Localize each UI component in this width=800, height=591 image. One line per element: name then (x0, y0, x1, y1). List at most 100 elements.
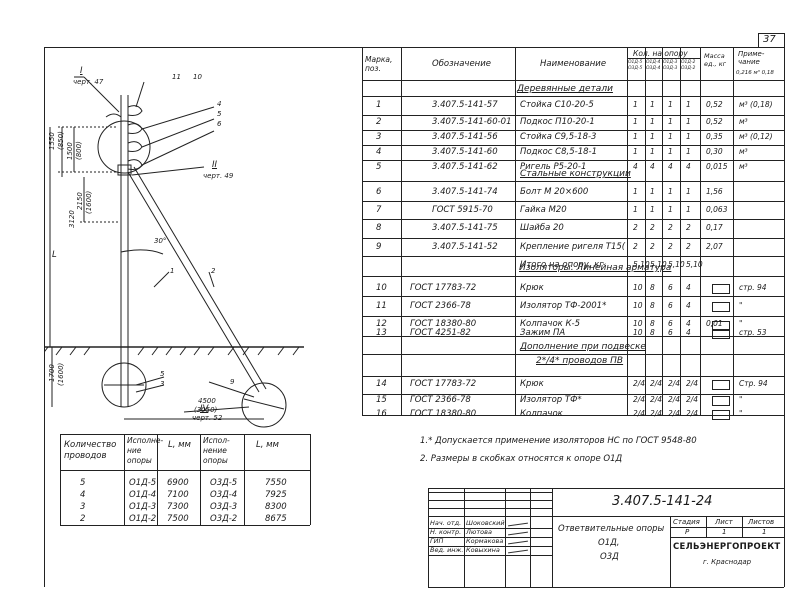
spec-note: " (739, 409, 743, 418)
wire-table-cell: О1Д-3 (129, 502, 157, 512)
page-number: 37 (763, 34, 776, 45)
spec-qty: 1 (668, 132, 673, 141)
spec-qty: 4 (686, 301, 691, 310)
spec-hline (627, 58, 700, 59)
spec-name: Итого на опору, кг (520, 260, 604, 270)
spec-mass-box (712, 380, 730, 390)
spec-name: Колпачок К-5 (520, 319, 581, 329)
spec-hline (362, 160, 784, 161)
dim-L: L (52, 250, 57, 260)
spec-name: Изолятор ТФ* (520, 395, 582, 405)
spec-mass-box (712, 302, 730, 312)
spec-note: м³ (739, 117, 748, 126)
wire-table-cell: О1Д-5 (129, 478, 157, 488)
spec-qty: 1 (650, 205, 655, 214)
spec-designation: ГОСТ 17783-72 (410, 379, 477, 389)
spec-h-qty: Кол. на опору (633, 49, 688, 58)
dim-1600: (1600) (85, 190, 93, 214)
tb-role: ГИП (430, 537, 444, 545)
spec-name: Стойка С9,5-18-3 (520, 132, 597, 142)
wire-table-cell: 3 (80, 502, 86, 512)
spec-designation: 3.407.5-141-60 (432, 147, 498, 157)
dim-1600b: (1600) (57, 362, 65, 386)
spec-pos: 2 (376, 117, 382, 127)
wire-table-cell: О3Д-3 (210, 502, 238, 512)
wt-h5: L, мм (256, 440, 279, 450)
wt-bottom (60, 525, 310, 526)
spec-designation: ГОСТ 2366-78 (410, 395, 471, 405)
spec-qty: 2/4 (686, 395, 699, 404)
spec-qty: 2/4 (650, 395, 663, 404)
wire-table-cell: О3Д-2 (210, 514, 238, 524)
spec-note: м³ (0,12) (739, 132, 773, 141)
note-1: 1.* Допускается применение изоляторов НС… (420, 436, 697, 446)
spec-mass: 0,52 (706, 117, 723, 126)
tb-blank-line (428, 508, 552, 509)
spec-vline (362, 47, 363, 415)
tb-v5 (670, 516, 671, 587)
spec-designation: ГОСТ 18380-80 (410, 319, 477, 329)
spec-qty: 8 (650, 283, 655, 292)
spec-mass: 0,01 (706, 319, 723, 328)
node-4-sheet: черт. 52 (192, 414, 223, 422)
spec-qty: 4 (668, 162, 673, 171)
spec-designation: 3.407.5-141-75 (432, 223, 498, 233)
callout-9: 9 (230, 378, 235, 386)
sheet-label: Лист (715, 518, 733, 526)
wire-table-cell: 7500 (167, 514, 189, 524)
sheet-value: 1 (722, 528, 727, 536)
tb-people-line (428, 537, 552, 538)
spec-name: Стойка С10-20-5 (520, 100, 594, 110)
spec-designation: ГОСТ 18380-80 (410, 409, 477, 419)
spec-mass-box (712, 396, 730, 406)
spec-qty: 2/4 (650, 379, 663, 388)
spec-hline (362, 219, 784, 220)
callout-5b: 5 (160, 370, 165, 378)
spec-mass: 1,56 (706, 187, 723, 196)
wire-table-cell: 4 (80, 490, 86, 500)
title-line-1: Ответвительные опоры (558, 524, 665, 534)
page-box-top (758, 33, 784, 34)
spec-qty: 2/4 (686, 379, 699, 388)
spec-qty: 2 (686, 223, 691, 232)
spec-hline (362, 238, 784, 239)
spec-hline (362, 316, 784, 317)
spec-hline (362, 145, 784, 146)
spec-name: Подкос С8,5-18-1 (520, 147, 597, 157)
callout-4: 4 (217, 100, 222, 108)
spec-designation: 3.407.5-141-60-01 (432, 117, 512, 127)
spec-qty: 2 (650, 223, 655, 232)
callout-6: 6 (217, 120, 222, 128)
wire-table-cell: 7100 (167, 490, 189, 500)
tb-signature (508, 549, 528, 554)
spec-qty: 1 (633, 147, 638, 156)
spec-name: Колпачок (520, 409, 563, 419)
spec-sec-steel: Стальные конструкции (520, 169, 631, 179)
spec-mass: 0,015 (706, 162, 728, 171)
dim-850: (850) (57, 131, 65, 150)
spec-pos: 13 (376, 328, 387, 338)
spec-designation: ГОСТ 2366-78 (410, 301, 471, 311)
spec-mass-box (712, 410, 730, 420)
tb-h2 (428, 516, 784, 517)
page-box-left (758, 33, 759, 47)
spec-qty: 1 (668, 205, 673, 214)
spec-mass-box (712, 321, 730, 331)
tb-role: Нач. отд. (430, 519, 462, 527)
spec-h-mass: Масса ед., кг (704, 52, 727, 68)
frame-left (44, 47, 45, 587)
tb-signature (508, 531, 528, 536)
tb-people-line (428, 546, 552, 547)
spec-vline (733, 47, 734, 415)
note-2: 2. Размеры в скобках относятся к опоре О… (420, 454, 623, 464)
spec-qty: 1 (686, 132, 691, 141)
tb-role: Н. контр. (430, 528, 462, 536)
spec-hline (362, 181, 784, 182)
spec-qty: 6 (668, 283, 673, 292)
spec-hline (362, 296, 784, 297)
spec-mass: 0,30 (706, 147, 723, 156)
wire-table-cell: 7550 (265, 478, 287, 488)
spec-designation: ГОСТ 4251-82 (410, 328, 471, 338)
dim-2150: 2150 (76, 192, 84, 210)
tb-person-name: Ковыхина (466, 546, 500, 554)
